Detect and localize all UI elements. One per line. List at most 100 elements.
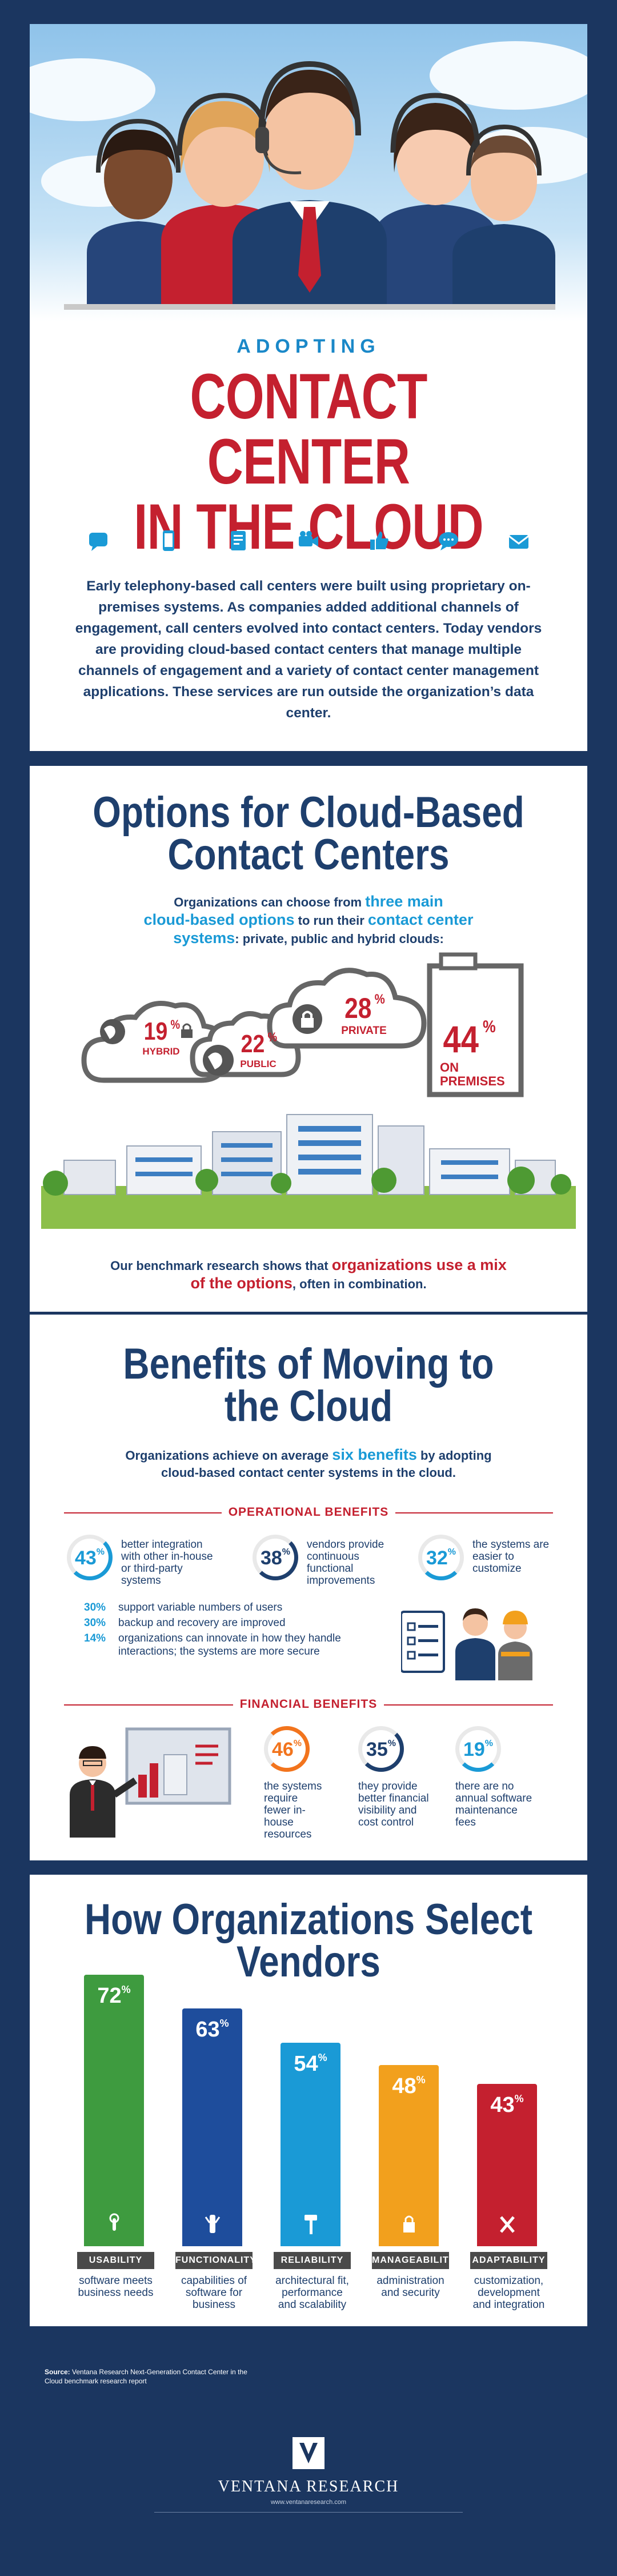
operational-ring-1: 43% <box>67 1535 113 1580</box>
financial-ring-3-value: 19% <box>459 1739 497 1761</box>
vendor-bar-number: 48 <box>392 2074 416 2099</box>
benefits-title: Benefits of Moving to the Cloud <box>74 1343 543 1428</box>
operational-ring-1-value: 43% <box>71 1547 109 1569</box>
source-label: Source: <box>45 2368 70 2376</box>
globe-icon <box>98 1017 127 1049</box>
financial-ring-2-number: 35 <box>366 1739 388 1760</box>
vendor-criterion-description: customization, development and integrati… <box>472 2275 545 2311</box>
financial-ring-3: 19% <box>455 1726 501 1772</box>
hero-title-line1: CONTACT CENTER <box>190 361 427 497</box>
options-foot-highlight-2: of the options <box>190 1275 293 1292</box>
vendors-panel: How Organizations Select Vendors 72%USAB… <box>30 1875 587 2326</box>
presenter-illustration <box>70 1727 231 1838</box>
options-lead-a: Organizations can choose from <box>174 895 366 909</box>
financial-text-1: the systems require fewer in-house resou… <box>264 1780 322 1840</box>
option-private-unit: % <box>374 992 385 1007</box>
vendor-bar-reliability: 54% <box>281 2042 340 2246</box>
options-title-line2: Contact Centers <box>167 830 450 879</box>
operational-ring-3-value: 32% <box>422 1547 460 1569</box>
operational-ring-3-number: 32 <box>426 1547 448 1569</box>
options-lead-b: to run their <box>294 913 368 928</box>
vendor-bar-value: 63% <box>182 2018 242 2042</box>
option-on-premises-label-2: PREMISES <box>440 1074 505 1088</box>
option-public-unit: % <box>267 1030 277 1044</box>
vendor-criterion-label: USABILITY <box>77 2252 154 2269</box>
footer-divider <box>154 2512 463 2513</box>
vendor-bar-value: 72% <box>84 1984 144 2008</box>
channel-icons <box>87 529 530 552</box>
financial-ring-2-value: 35% <box>362 1739 400 1761</box>
vendor-criterion-label: FUNCTIONALITY <box>175 2252 256 2269</box>
options-lead-highlight-2: cloud-based options <box>143 911 295 928</box>
chat-icon <box>87 529 110 552</box>
vendor-criterion-description: capabilities of software for business <box>181 2275 247 2311</box>
option-on-premises-value: 44 <box>443 1018 479 1060</box>
options-lead-highlight-3: contact center <box>367 911 474 928</box>
options-lead-highlight-4: systems <box>173 929 235 946</box>
small-benefit-1: 30%support variable numbers of users <box>84 1600 282 1615</box>
options-foot-a: Our benchmark research shows that <box>110 1259 332 1273</box>
vendor-criterion-label: RELIABILITY <box>274 2252 351 2269</box>
document-icon <box>227 529 250 552</box>
small-benefit-3-cont: interactions; the systems are more secur… <box>84 1644 320 1659</box>
options-title: Options for Cloud-Based Contact Centers <box>74 788 543 879</box>
operational-text-2: vendors provide continuous functional im… <box>307 1539 384 1587</box>
social-like-icon <box>367 529 390 552</box>
option-public: 22% PUBLIC <box>233 1030 284 1070</box>
multitool-icon <box>203 2212 222 2238</box>
source-note: Source: Ventana Research Next-Generation… <box>45 2367 250 2386</box>
operational-ring-3-unit: % <box>447 1547 456 1557</box>
benefits-title-line2: the Cloud <box>224 1382 393 1431</box>
email-icon <box>507 529 530 552</box>
benefits-title-line1: Benefits of Moving to <box>123 1340 494 1388</box>
option-public-value: 22 <box>241 1030 265 1058</box>
brand-url[interactable]: www.ventanaresearch.com <box>270 2499 347 2506</box>
financial-ring-1-number: 46 <box>271 1739 294 1760</box>
options-title-line1: Options for Cloud-Based <box>93 788 524 837</box>
option-hybrid-label: HYBRID <box>142 1046 180 1057</box>
vendor-bar-unit: % <box>416 2074 426 2086</box>
options-lead-c: : private, public and hybrid clouds: <box>235 932 444 946</box>
vendor-bar-manageability: 48% <box>379 2065 439 2246</box>
small-benefit-1-value: 30% <box>84 1601 106 1614</box>
vendor-bar-usability: 72% <box>84 1975 144 2246</box>
vendor-bar-unit: % <box>219 2018 229 2030</box>
source-text: Ventana Research Next-Generation Contact… <box>45 2368 247 2385</box>
vendor-criterion-label: ADAPTABILITY <box>470 2252 547 2269</box>
vendor-bar-value: 54% <box>281 2052 340 2076</box>
vendor-bar-adaptability: 43% <box>477 2084 537 2246</box>
touch-icon <box>105 2212 124 2238</box>
tools-icon <box>498 2212 517 2238</box>
options-lead-highlight-1: three main <box>365 893 443 910</box>
vendor-criterion-description: architectural fit, performance and scala… <box>275 2275 349 2311</box>
financial-ring-2: 35% <box>358 1726 404 1772</box>
benefits-lead-highlight: six benefits <box>332 1446 417 1463</box>
option-private: 28% PRIVATE <box>332 992 395 1037</box>
option-on-premises-label-1: ON <box>440 1060 459 1075</box>
small-benefit-4-text: interactions; the systems are more secur… <box>118 1646 320 1658</box>
financial-text-2: they provide better financial visibility… <box>358 1780 429 1828</box>
ventana-logo-icon <box>291 2436 326 2473</box>
vendor-bar-number: 63 <box>195 2018 220 2042</box>
speech-bubble-icon <box>437 529 460 552</box>
option-public-label: PUBLIC <box>240 1059 277 1069</box>
option-on-premises: 44% ON PREMISES <box>440 1017 520 1088</box>
vendors-title-line2: Vendors <box>237 1938 380 1986</box>
financial-text-3: there are no annual software maintenance… <box>455 1780 532 1828</box>
padlock-icon <box>179 1022 194 1042</box>
operational-text-1: better integration with other in-house o… <box>121 1539 213 1587</box>
option-hybrid-value: 19 <box>143 1017 168 1045</box>
agent-far-right <box>452 124 555 310</box>
agent-center <box>233 61 387 310</box>
hammer-icon <box>301 2212 320 2238</box>
operational-ring-2-value: 38% <box>257 1547 294 1569</box>
financial-heading: FINANCIAL BENEFITS <box>30 1698 587 1711</box>
hero-overline: ADOPTING <box>237 336 380 357</box>
option-private-value: 28 <box>344 992 371 1024</box>
option-hybrid: 19% HYBRID <box>130 1017 193 1057</box>
options-foot-highlight-1: organizations use a mix <box>331 1256 507 1273</box>
city-skyline-illustration <box>41 1114 576 1229</box>
vendor-criterion-description: administration and security <box>376 2275 444 2299</box>
hero-panel: ADOPTING CONTACT CENTER IN THE CLOUD Ear… <box>30 24 587 751</box>
